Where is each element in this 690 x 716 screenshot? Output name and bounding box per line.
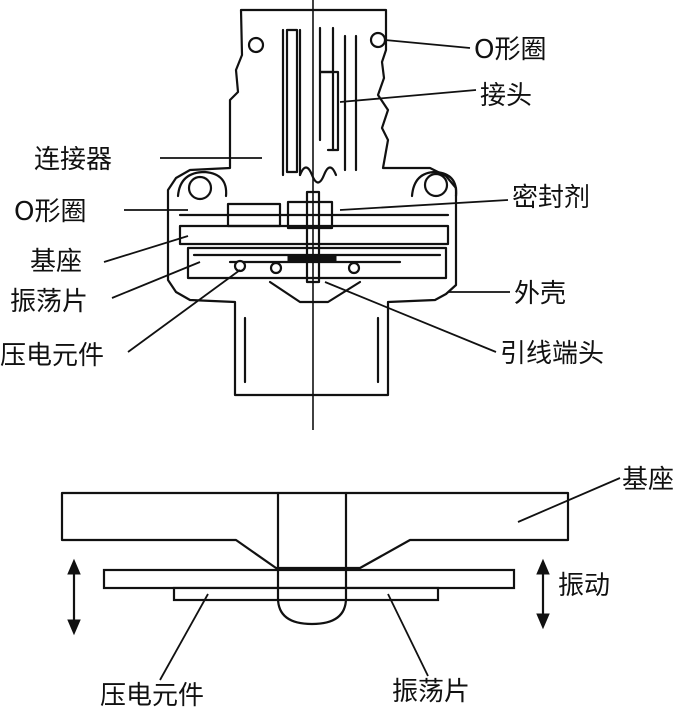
sensor-cavity (186, 246, 448, 280)
bottom-post-overlay (276, 568, 348, 602)
lead-terminal-pin (305, 190, 321, 284)
leader-bottom-vibrating-plate (387, 593, 429, 677)
label-vibration: 振动 (558, 571, 610, 601)
o-ring-left (187, 175, 213, 201)
joint-pin-left-box (285, 28, 299, 174)
o-ring-left-bulge (176, 170, 228, 198)
bottom-base-outline (60, 491, 570, 570)
piezo-contact-3 (347, 261, 361, 275)
label-connector-joint: 接头 (480, 81, 532, 111)
label-bottom-vibrating-plate: 振荡片 (392, 677, 470, 707)
label-housing: 外壳 (514, 279, 566, 309)
label-sealant: 密封剂 (512, 183, 590, 213)
label-piezo-element: 压电元件 (0, 341, 104, 371)
leader-sealant (339, 199, 509, 211)
sensor-cross-section (166, 0, 458, 430)
joint-pin-inner (318, 70, 340, 152)
o-ring-top-left (247, 36, 265, 54)
label-connector: 连接器 (34, 145, 112, 175)
bottom-vibrating-plate (102, 568, 516, 590)
label-bottom-base: 基座 (622, 465, 674, 495)
bottom-piezo-element (172, 586, 440, 602)
leader-bottom-base (517, 477, 621, 523)
piezo-element-solid (287, 254, 337, 263)
label-o-ring-left: O形圈 (14, 197, 86, 227)
bottom-labels: 基座 振动 压电元件 振荡片 (100, 465, 674, 711)
label-bottom-piezo-element: 压电元件 (100, 681, 204, 711)
label-vibrating-plate: 振荡片 (10, 287, 88, 317)
bottom-center-post-tip (276, 596, 348, 626)
lead-terminal-base (268, 280, 362, 304)
joint-pins (281, 26, 358, 177)
piezo-contact-2 (269, 261, 283, 275)
vibration-arrow-right (536, 558, 550, 630)
connector-outline (166, 8, 458, 397)
leader-bottom-piezo (159, 593, 209, 681)
base-plate (178, 224, 450, 246)
leader-o-ring-top (384, 39, 471, 49)
leader-piezo-element (127, 269, 241, 353)
piezo-contact-1 (233, 259, 247, 273)
label-base: 基座 (30, 247, 82, 277)
leader-joint (339, 89, 477, 103)
center-break-line (298, 166, 338, 184)
o-ring-top-right (369, 31, 387, 49)
leader-lead-terminal (324, 281, 497, 353)
top-labels: O形圈 接头 连接器 密封剂 O形圈 基座 振荡片 外壳 压电元件 引线端头 (0, 35, 604, 371)
o-ring-right-bulge (410, 170, 458, 198)
vibration-arrow-left (67, 558, 81, 636)
vibration-principle (60, 491, 570, 636)
label-lead-terminal: 引线端头 (500, 339, 604, 369)
housing-neck-inner (243, 316, 380, 384)
leader-vibrating-plate (111, 261, 201, 299)
leader-base (103, 235, 189, 263)
label-o-ring-top: O形圈 (474, 35, 546, 65)
o-ring-right (423, 172, 449, 198)
